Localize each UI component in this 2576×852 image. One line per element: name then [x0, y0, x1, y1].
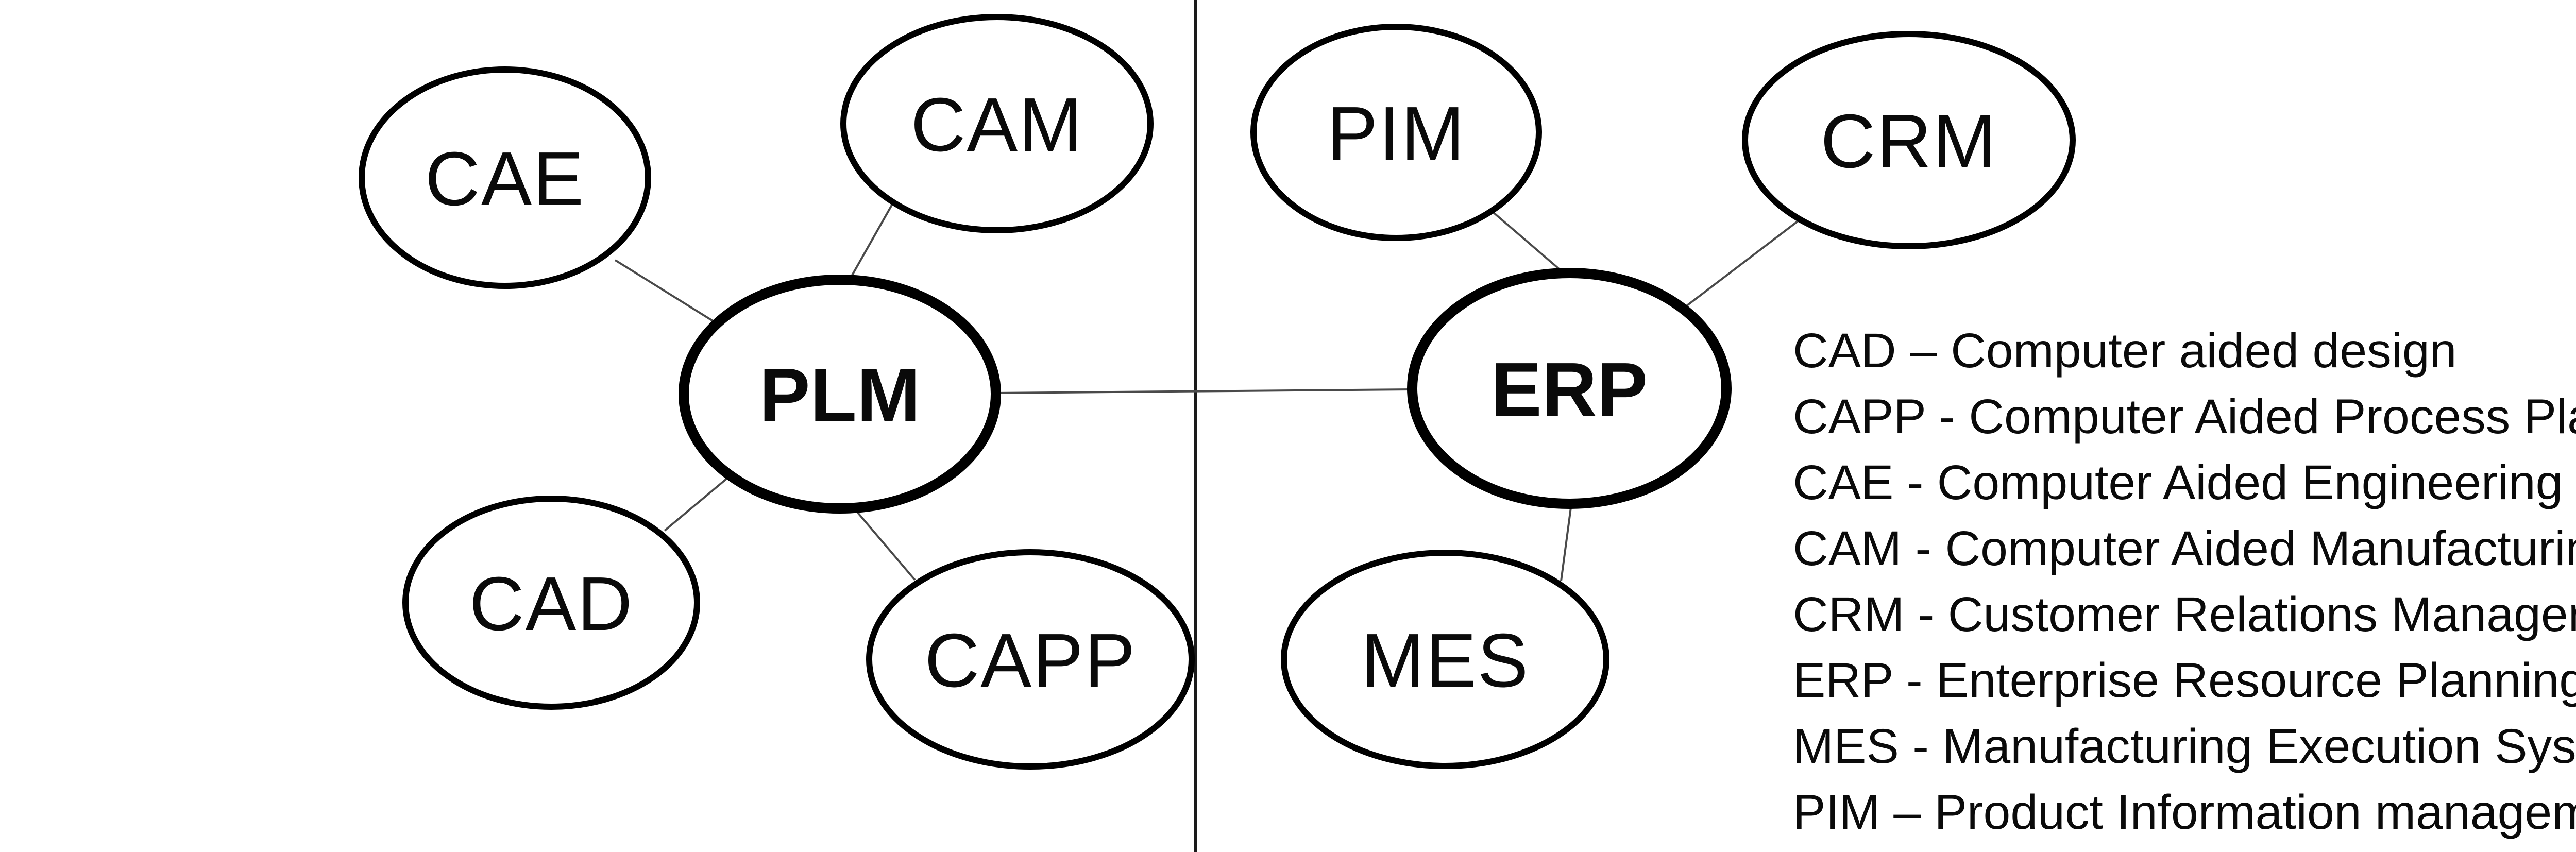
legend-item-crm: CRM - Customer Relations Management	[1793, 587, 2576, 642]
mes-ellipse	[1281, 550, 1609, 769]
cam-ellipse	[840, 14, 1154, 233]
legend-item-pim: PIM – Product Information management	[1793, 785, 2576, 840]
node-label-plm: PLM	[759, 353, 921, 438]
connector-plm-erp	[994, 388, 1413, 394]
connector-plm-capp	[853, 507, 916, 581]
connector-crm-erp	[1683, 218, 1801, 309]
legend-item-cae: CAE - Computer Aided Engineering	[1793, 455, 2563, 510]
connector-cae-plm	[614, 259, 721, 327]
node-label-cae: CAE	[425, 137, 585, 221]
legend-item-cad: CAD – Computer aided design	[1793, 323, 2457, 378]
node-label-erp: ERP	[1490, 347, 1648, 432]
connector-erp-mes	[1560, 503, 1572, 582]
node-label-pim: PIM	[1327, 91, 1466, 176]
legend-item-cam: CAM - Computer Aided Manufacturing	[1793, 521, 2576, 576]
legend: CAD – Computer aided design CAPP - Compu…	[1793, 318, 2576, 845]
node-label-mes: MES	[1361, 618, 1530, 703]
connector-pim-erp	[1492, 211, 1567, 276]
cad-ellipse	[402, 496, 700, 710]
connector-plm-cad	[664, 474, 732, 532]
node-label-cad: CAD	[469, 561, 634, 646]
capp-ellipse	[866, 549, 1195, 770]
node-label-capp: CAPP	[924, 618, 1137, 703]
legend-item-capp: CAPP - Computer Aided Process Planning	[1793, 389, 2576, 444]
connector-cam-plm	[846, 205, 893, 284]
plm-ellipse	[679, 275, 1001, 514]
connector-lines	[614, 205, 1801, 582]
crm-ellipse	[1742, 31, 2076, 249]
legend-item-erp: ERP - Enterprise Resource Planning	[1793, 653, 2576, 708]
node-label-cam: CAM	[910, 82, 1083, 167]
cae-ellipse	[359, 66, 651, 289]
node-label-crm: CRM	[1820, 99, 1997, 184]
erp-ellipse	[1407, 268, 1732, 509]
legend-item-mes: MES - Manufacturing Execution System	[1793, 719, 2576, 774]
pim-ellipse	[1250, 24, 1542, 241]
node-ellipses	[359, 14, 2076, 770]
